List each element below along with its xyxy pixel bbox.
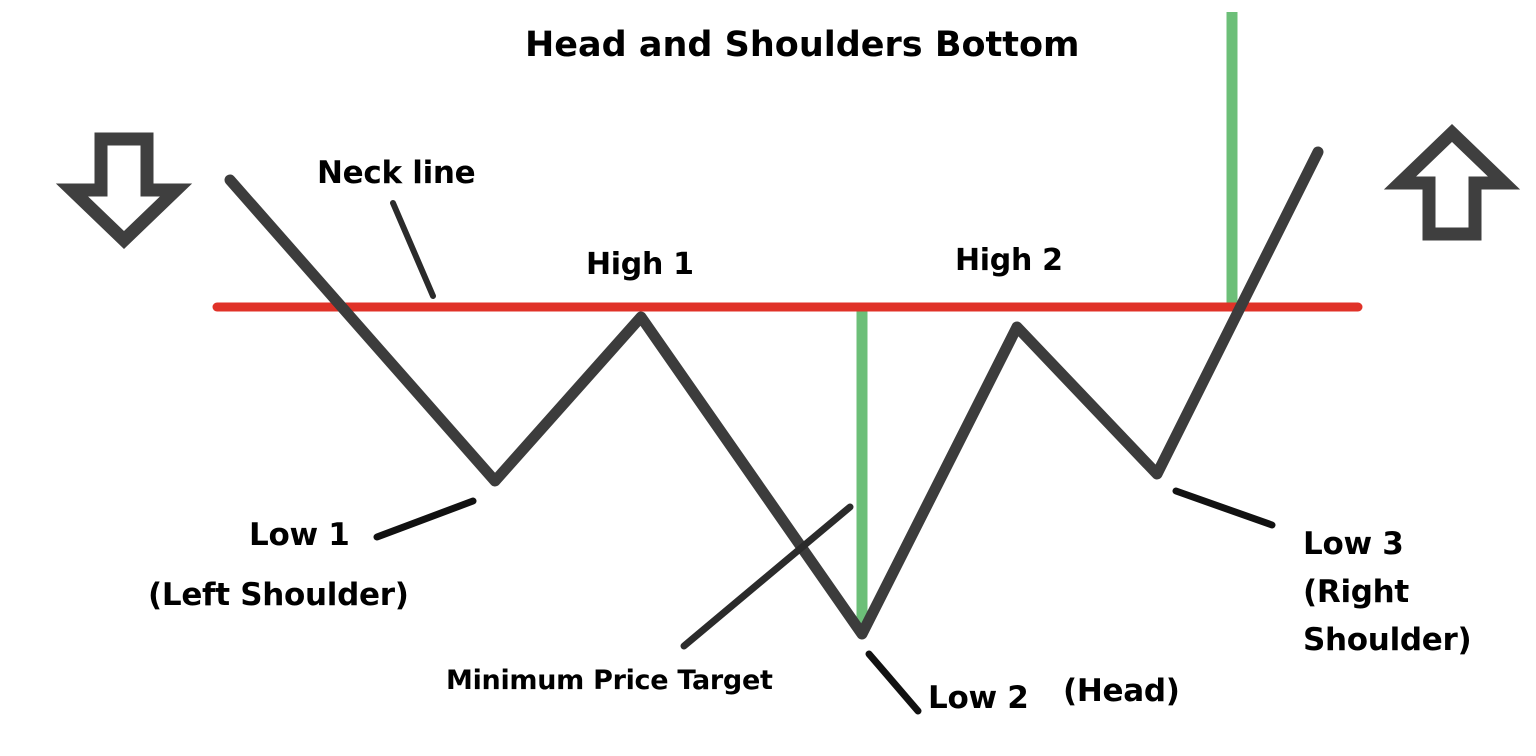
right-shoulder-label-line1: (Right [1303, 574, 1409, 610]
minimum-price-target-label: Minimum Price Target [446, 665, 773, 696]
neckline-pointer-line [390, 200, 436, 299]
head-label: (Head) [1063, 673, 1180, 709]
low1-pointer-line [373, 497, 477, 541]
price-line [224, 146, 1324, 640]
low3-label: Low 3 [1303, 526, 1404, 562]
high2-label: High 2 [955, 243, 1063, 278]
page-title: Head and Shoulders Bottom [525, 25, 1080, 65]
arrow-down-icon [55, 132, 193, 250]
low3-pointer-line [1172, 487, 1276, 529]
right-shoulder-label-line2: Shoulder) [1303, 622, 1472, 658]
minimum-price-target-pointer-line [680, 503, 854, 650]
low2-label: Low 2 [928, 680, 1029, 716]
left-shoulder-label: (Left Shoulder) [148, 577, 409, 613]
arrow-up-icon [1383, 123, 1521, 241]
high1-label: High 1 [586, 247, 694, 282]
neckline-label: Neck line [317, 155, 476, 191]
low2-pointer-line [865, 650, 922, 715]
low1-label: Low 1 [249, 517, 350, 553]
